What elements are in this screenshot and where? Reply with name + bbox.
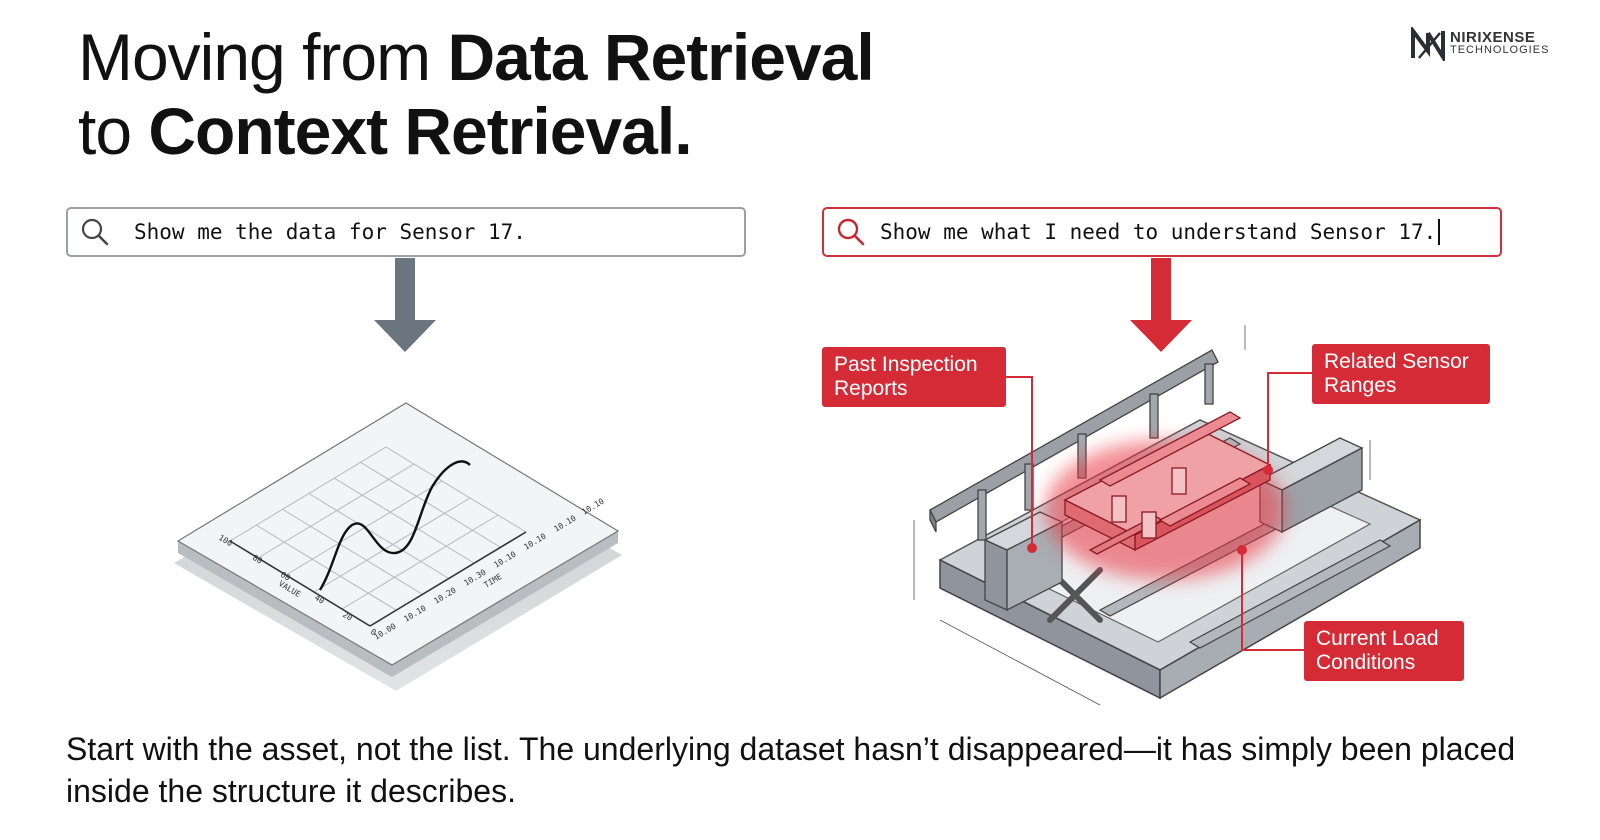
search-icon — [81, 218, 109, 246]
highlighted-assembly — [1063, 411, 1272, 555]
page-title: Moving from Data Retrieval to Context Re… — [78, 20, 875, 168]
isometric-line-chart: 0 20 40 60 80 100 VALUE 10.00 10.10 10.2… — [174, 402, 622, 691]
red-down-arrow-icon — [1130, 258, 1192, 352]
title-line2-regular: to — [78, 94, 149, 168]
title-line1-bold: Data Retrieval — [447, 20, 874, 94]
chart-x-axis — [369, 531, 527, 627]
y-tick-label: 40 — [313, 593, 326, 606]
search-icon — [837, 218, 865, 246]
y-tick-label: 0 — [369, 627, 378, 637]
company-logo: NIRIXENSE TECHNOLOGIES — [1410, 26, 1570, 62]
nirixense-logo-icon — [1411, 27, 1445, 61]
y-tick-label: 20 — [341, 610, 354, 623]
gray-down-arrow-icon — [374, 258, 436, 352]
title-line1-regular: Moving from — [78, 20, 448, 94]
chart-board — [176, 402, 620, 666]
chart-y-axis — [229, 540, 371, 627]
left-block — [983, 511, 1064, 612]
x-tick-label: 10.10 — [580, 497, 605, 517]
logo-subtitle: TECHNOLOGIES — [1450, 44, 1550, 56]
callout-related-sensor-ranges: Related Sensor Ranges — [1312, 344, 1490, 404]
logo-name: NIRIXENSE — [1450, 29, 1536, 46]
y-tick-label: 80 — [251, 553, 264, 566]
footer-caption: Start with the asset, not the list. The … — [66, 731, 1516, 809]
chart-series-line — [318, 460, 471, 591]
title-line2-bold: Context Retrieval. — [148, 94, 692, 168]
dimension-lines — [913, 325, 1371, 706]
data-search-bar[interactable]: Show me the data for Sensor 17. — [66, 207, 746, 257]
y-tick-label: 60 — [279, 570, 292, 583]
callout-current-load-conditions: Current Load Conditions — [1304, 621, 1464, 681]
text-cursor — [1438, 219, 1441, 245]
callout-past-inspection-reports: Past Inspection Reports — [822, 347, 1006, 407]
data-search-query: Show me the data for Sensor 17. — [134, 220, 526, 244]
context-search-bar[interactable]: Show me what I need to understand Sensor… — [822, 207, 1502, 257]
context-search-query: Show me what I need to understand Sensor… — [880, 220, 1437, 244]
